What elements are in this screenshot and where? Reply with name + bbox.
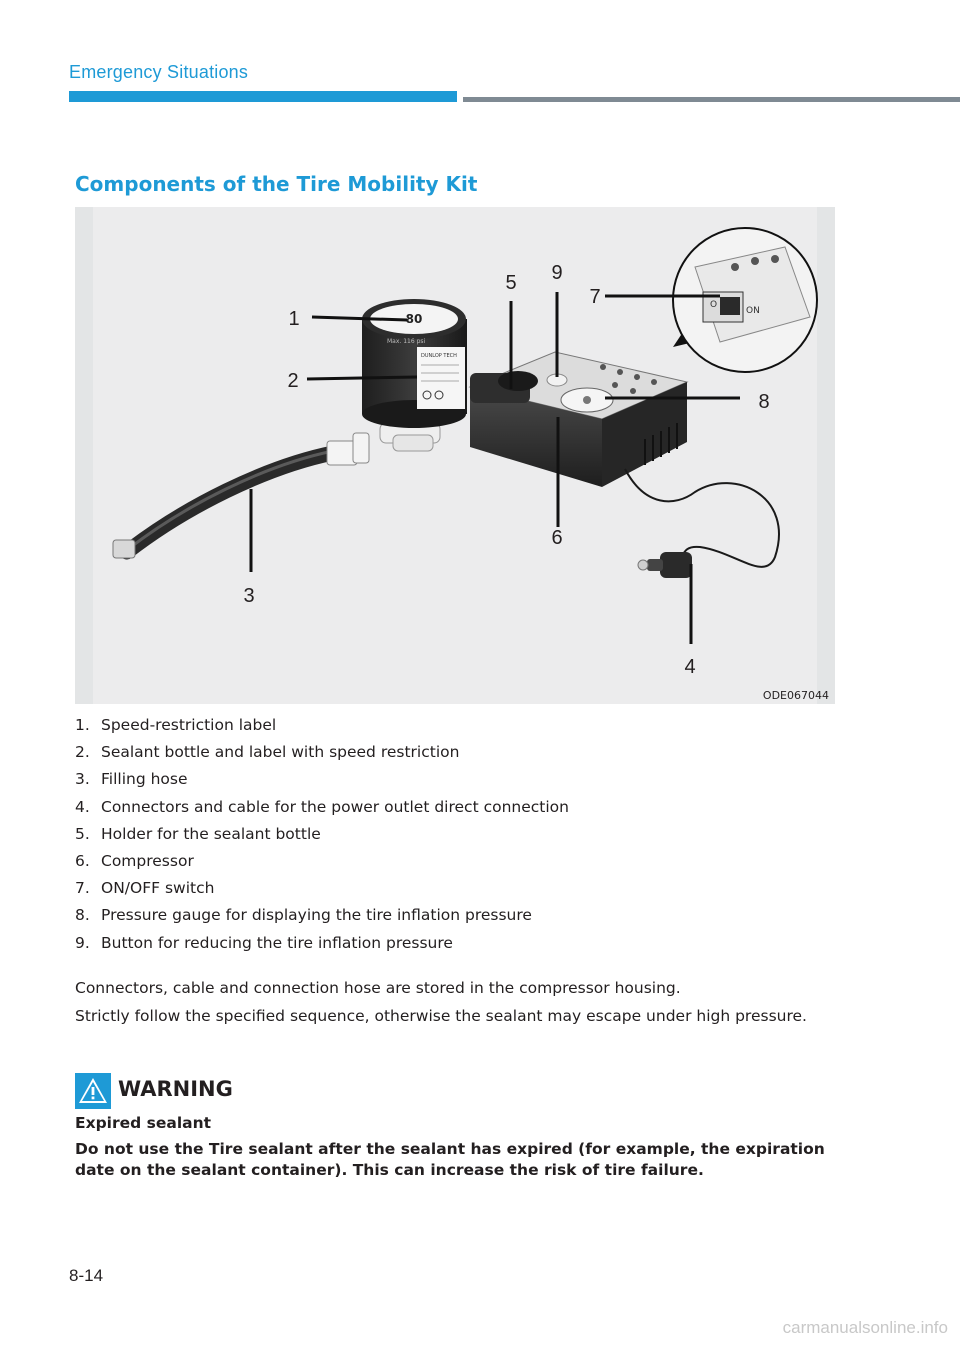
bottle-label-text: DUNLOP TECH [421, 353, 457, 359]
item-number: 3. [75, 766, 101, 793]
callout-2: 2 [287, 370, 298, 392]
callout-1: 1 [288, 308, 299, 330]
list-item: 4.Connectors and cable for the power out… [75, 794, 569, 821]
switch-on-label: ON [746, 306, 760, 316]
list-item: 5.Holder for the sealant bottle [75, 821, 569, 848]
item-number: 1. [75, 712, 101, 739]
item-text: Connectors and cable for the power outle… [101, 798, 569, 816]
switch-detail-inset: O ON [673, 228, 817, 372]
list-item: 8.Pressure gauge for displaying the tire… [75, 902, 569, 929]
warning-triangle-icon [75, 1073, 111, 1109]
switch-off-label: O [710, 300, 717, 310]
sequence-paragraph: Strictly follow the specified sequence, … [75, 1006, 835, 1026]
header-accent-bar [69, 91, 457, 102]
item-text: Holder for the sealant bottle [101, 825, 321, 843]
item-number: 4. [75, 794, 101, 821]
warning-body: Do not use the Tire sealant after the se… [75, 1139, 845, 1181]
figure-code: ODE067044 [763, 689, 829, 702]
item-text: Compressor [101, 852, 194, 870]
warning-subtitle: Expired sealant [75, 1114, 211, 1132]
list-item: 6.Compressor [75, 848, 569, 875]
speed-label-text: 80 [406, 312, 423, 326]
item-text: Speed-restriction label [101, 716, 276, 734]
callout-9: 9 [551, 262, 562, 284]
item-number: 6. [75, 848, 101, 875]
callout-6: 6 [551, 527, 562, 549]
callout-4: 4 [684, 656, 695, 678]
callout-8: 8 [758, 391, 769, 413]
item-text: Sealant bottle and label with speed rest… [101, 743, 459, 761]
callout-7: 7 [589, 286, 600, 308]
header-rule [463, 97, 960, 102]
list-item: 2.Sealant bottle and label with speed re… [75, 739, 569, 766]
list-item: 3.Filling hose [75, 766, 569, 793]
tire-mobility-kit-figure: 80 DUNLOP TECH Max. 116 psi [75, 207, 835, 704]
item-text: Filling hose [101, 770, 188, 788]
page-heading: Components of the Tire Mobility Kit [75, 172, 477, 196]
item-text: Pressure gauge for displaying the tire i… [101, 906, 532, 924]
item-number: 5. [75, 821, 101, 848]
gauge-text: Max. 116 psi [387, 338, 426, 345]
warning-title: WARNING [118, 1077, 233, 1101]
callout-5: 5 [505, 272, 516, 294]
section-title: Emergency Situations [69, 62, 248, 83]
component-list: 1.Speed-restriction label 2.Sealant bott… [75, 712, 569, 957]
list-item: 7.ON/OFF switch [75, 875, 569, 902]
storage-paragraph: Connectors, cable and connection hose ar… [75, 978, 835, 998]
list-item: 1.Speed-restriction label [75, 712, 569, 739]
list-item: 9.Button for reducing the tire inflation… [75, 930, 569, 957]
kit-illustration: 80 DUNLOP TECH Max. 116 psi [75, 207, 835, 704]
item-number: 2. [75, 739, 101, 766]
item-text: Button for reducing the tire inflation p… [101, 934, 453, 952]
item-number: 7. [75, 875, 101, 902]
item-text: ON/OFF switch [101, 879, 214, 897]
item-number: 9. [75, 930, 101, 957]
page-number: 8-14 [69, 1266, 103, 1286]
watermark: carmanualsonline.info [783, 1318, 948, 1338]
callout-3: 3 [243, 585, 254, 607]
item-number: 8. [75, 902, 101, 929]
